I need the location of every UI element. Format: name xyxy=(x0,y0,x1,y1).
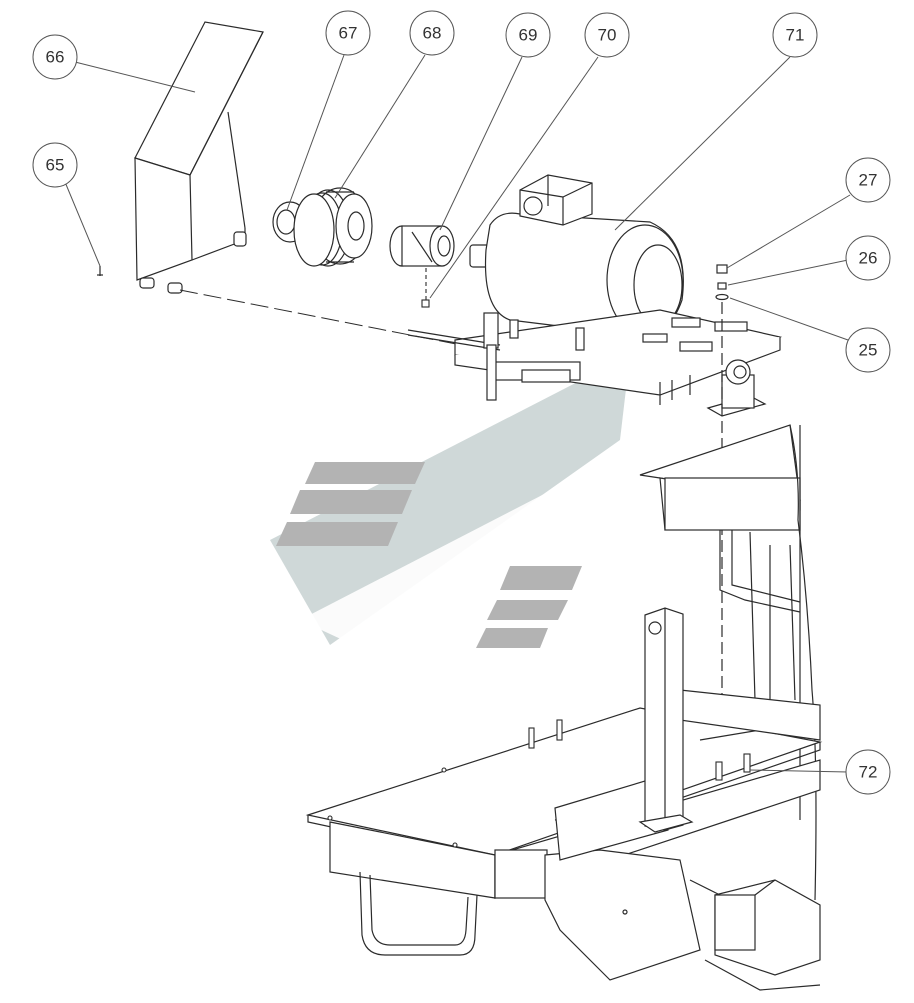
motor-coupling xyxy=(389,225,455,267)
callout-68: 68 xyxy=(409,10,455,56)
watermark-bar xyxy=(276,522,398,546)
callout-label: 67 xyxy=(339,24,358,43)
watermark-swoosh xyxy=(270,355,630,645)
vertical-post xyxy=(638,607,694,833)
nut xyxy=(716,264,728,274)
callout-label: 25 xyxy=(859,341,878,360)
callout-67: 67 xyxy=(325,10,371,56)
callout-label: 69 xyxy=(519,26,538,45)
callout-label: 70 xyxy=(598,26,617,45)
callout-label: 68 xyxy=(423,24,442,43)
pulley xyxy=(293,187,373,267)
set-screw xyxy=(421,268,430,308)
watermark-bar xyxy=(487,600,568,620)
callout-66: 66 xyxy=(32,34,78,80)
callout-label: 66 xyxy=(46,48,65,67)
electric-motor xyxy=(469,174,684,337)
callout-label: 71 xyxy=(786,26,805,45)
screw xyxy=(97,266,103,276)
lock-washer xyxy=(717,282,727,290)
callout-label: 26 xyxy=(859,249,878,268)
leader-lines xyxy=(64,54,851,773)
watermark-bar xyxy=(476,628,548,648)
watermark-gap xyxy=(300,460,610,648)
watermark-logo xyxy=(270,355,630,648)
callout-label: 72 xyxy=(859,763,878,782)
callout-26: 26 xyxy=(845,235,891,281)
flat-washer xyxy=(715,293,729,301)
nut-washer-stack xyxy=(715,264,729,760)
callout-71: 71 xyxy=(772,12,818,58)
watermark-bar xyxy=(290,490,412,514)
callout-72: 72 xyxy=(845,749,891,795)
watermark-bar xyxy=(500,566,582,590)
mounting-studs xyxy=(327,719,751,848)
watermark-bar xyxy=(305,462,425,484)
callout-70: 70 xyxy=(584,12,630,58)
callout-label: 65 xyxy=(46,156,65,175)
callout-25: 25 xyxy=(845,327,891,373)
callout-65: 65 xyxy=(32,142,78,188)
belt-guard xyxy=(134,21,264,294)
callout-69: 69 xyxy=(505,12,551,58)
callout-27: 27 xyxy=(845,157,891,203)
frame-upper-section xyxy=(639,424,817,901)
callout-label: 27 xyxy=(859,171,878,190)
base-frame xyxy=(305,689,823,991)
motor-mount-plate xyxy=(407,309,783,405)
